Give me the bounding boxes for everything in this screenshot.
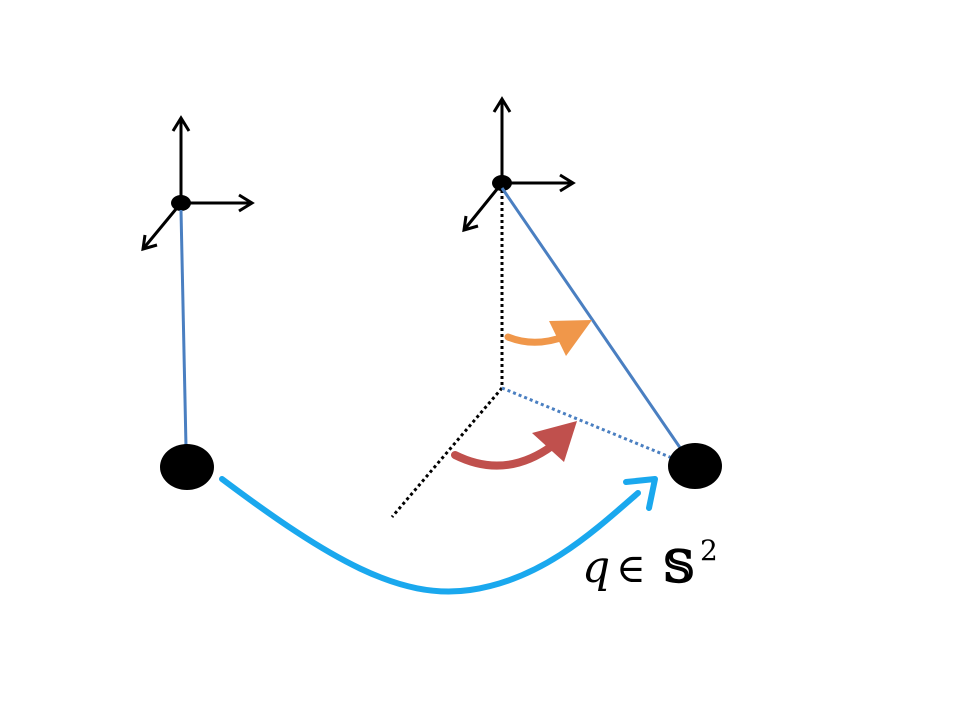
left-frame-x-arrowhead xyxy=(238,193,255,213)
left-frame-y-arrowhead xyxy=(141,234,158,252)
elevation-angle-arrowhead xyxy=(549,320,592,356)
horizontal-reference-dotted xyxy=(390,387,504,518)
azimuth-angle-arrowhead xyxy=(532,421,577,462)
right-frame-x-arrowhead xyxy=(559,173,576,193)
azimuth-angle-arrow xyxy=(451,421,577,470)
label-operator: ∈ xyxy=(616,546,646,592)
right-frame-z-arrowhead xyxy=(492,96,512,113)
projection-dotted xyxy=(501,386,678,462)
left-frame-origin-dot xyxy=(171,195,191,211)
label-variable: q xyxy=(582,542,610,593)
left-cable xyxy=(179,209,188,448)
azimuth-angle-arc xyxy=(451,442,556,470)
left-frame-z-arrowhead xyxy=(171,115,191,132)
right-frame-y-axis xyxy=(462,182,504,231)
right-body-frame xyxy=(462,96,576,233)
motion-arrow-curve xyxy=(219,476,641,595)
right-frame-y-arrowhead xyxy=(462,215,479,233)
right-cable xyxy=(500,187,685,453)
left-frame-y-axis xyxy=(141,202,183,250)
motion-arrowhead xyxy=(623,476,658,511)
elevation-angle-arrow xyxy=(504,320,592,356)
left-mass xyxy=(160,444,214,490)
label-exponent: 2 xyxy=(700,534,718,567)
motion-arrow xyxy=(219,476,658,595)
label-space: 𝕊 xyxy=(663,542,695,593)
right-mass xyxy=(668,443,722,489)
configuration-space-label: q ∈ 𝕊 2 xyxy=(582,534,718,593)
right-frame-origin-dot xyxy=(492,175,512,191)
left-body-frame xyxy=(141,115,255,252)
